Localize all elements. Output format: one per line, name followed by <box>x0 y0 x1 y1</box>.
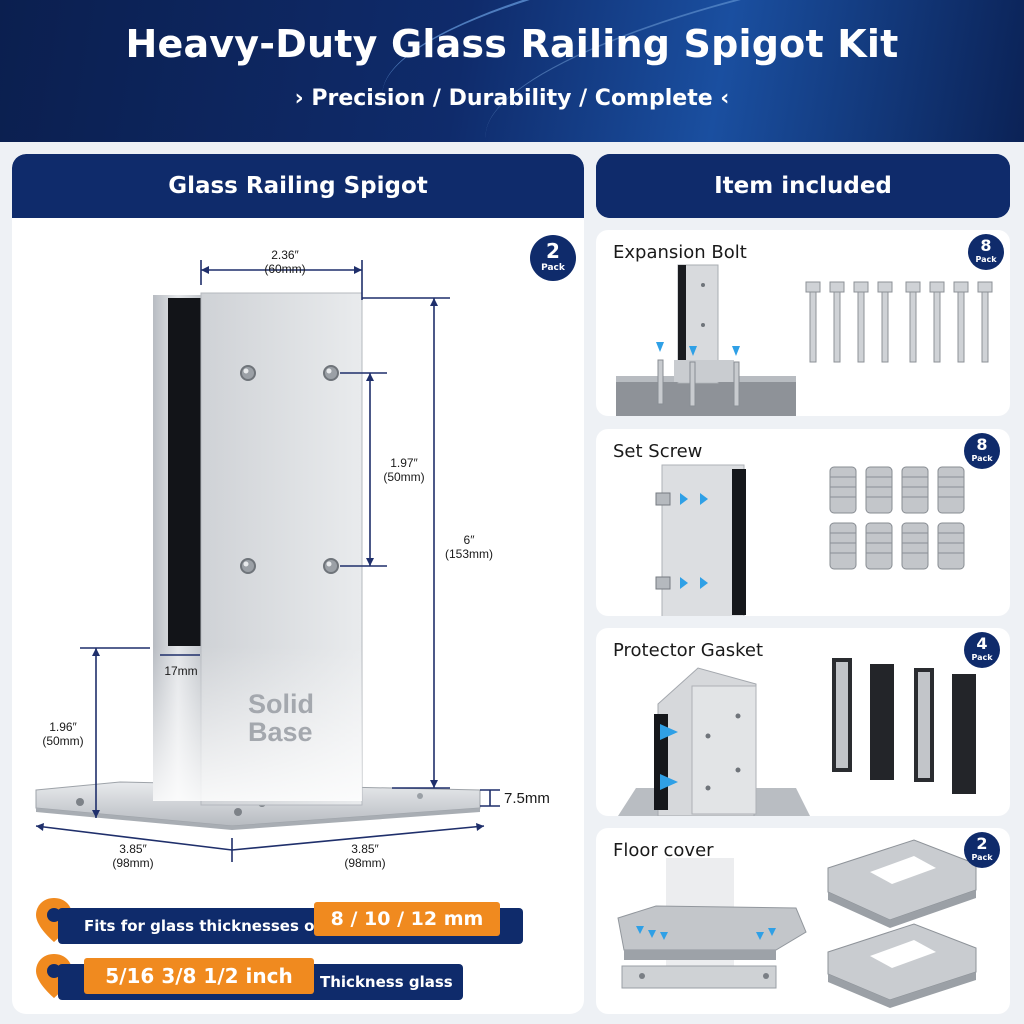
plate-depth-inches: 3.85″ <box>119 842 147 856</box>
width-dimension: 2.36″ (60mm) <box>240 248 330 276</box>
glass-thickness-label: Fits for glass thicknesses of <box>84 917 321 935</box>
slot-dimension: 17mm <box>164 664 198 678</box>
pack-label: Pack <box>971 653 993 662</box>
page-subtitle: › Precision / Durability / Complete ‹ <box>294 86 730 111</box>
pack-count: 2 <box>976 834 988 853</box>
set-screw-illustration <box>655 464 965 616</box>
plate-depth-dimension: 3.85″ (98mm) <box>98 842 168 870</box>
base-height-dimension: 1.96″ (50mm) <box>34 720 92 748</box>
pack-label: Pack <box>971 454 993 463</box>
item-pack-badge: 2 Pack <box>964 832 1000 868</box>
header-banner: Heavy-Duty Glass Railing Spigot Kit › Pr… <box>0 0 1024 142</box>
brand-line-2: Base <box>248 717 313 747</box>
pack-label: Pack <box>971 853 993 862</box>
item-pack-badge: 4 Pack <box>964 632 1000 668</box>
plate-thickness-dimension: 7.5mm <box>504 790 550 807</box>
item-pack-badge: 8 Pack <box>968 234 1004 270</box>
width-inches: 2.36″ <box>271 248 299 262</box>
protector-gasket-illustration <box>618 658 976 816</box>
pack-count: 2 <box>546 239 560 263</box>
spigot-pack-badge: 2 Pack <box>530 235 576 281</box>
item-pack-badge: 8 Pack <box>964 433 1000 469</box>
expansion-bolt-card: Expansion Bolt 8 Pack <box>596 230 1010 416</box>
item-name: Floor cover <box>613 840 714 861</box>
height-dimension: 6″ (153mm) <box>436 533 502 561</box>
item-name: Protector Gasket <box>613 640 764 661</box>
plate-depth-mm: (98mm) <box>112 856 154 870</box>
pack-count: 8 <box>980 236 992 255</box>
plate-width-inches: 3.85″ <box>351 842 379 856</box>
item-name: Expansion Bolt <box>613 242 747 263</box>
base-height-mm: (50mm) <box>42 734 84 748</box>
included-panel-title: Item included <box>596 154 1010 218</box>
spigot-panel: Glass Railing Spigot <box>12 154 584 1014</box>
glass-thickness-value: 8 / 10 / 12 mm <box>314 902 500 936</box>
width-mm: (60mm) <box>264 262 306 276</box>
brand-line-1: Solid <box>248 689 314 719</box>
item-name: Set Screw <box>613 441 703 462</box>
spigot-panel-title: Glass Railing Spigot <box>12 154 584 218</box>
pack-count: 8 <box>976 435 988 454</box>
hole-spacing-mm: (50mm) <box>383 470 425 484</box>
base-height-inches: 1.96″ <box>49 720 77 734</box>
brand-mark: Solid Base <box>248 690 314 746</box>
inch-thickness-label: Thickness glass <box>320 973 453 991</box>
pack-count: 4 <box>976 634 988 653</box>
floor-cover-illustration <box>617 839 977 1008</box>
height-inches: 6″ <box>463 533 475 547</box>
protector-gasket-card: Protector Gasket 4 Pack <box>596 628 1010 816</box>
plate-width-mm: (98mm) <box>344 856 386 870</box>
expansion-bolt-illustration <box>616 264 993 416</box>
inch-thickness-value: 5/16 3/8 1/2 inch <box>84 958 314 994</box>
pack-label: Pack <box>541 263 565 273</box>
hole-spacing-inches: 1.97″ <box>390 456 418 470</box>
height-mm: (153mm) <box>444 547 493 561</box>
pack-label: Pack <box>975 255 997 264</box>
floor-cover-card: Floor cover 2 Pack <box>596 828 1010 1014</box>
included-panel-header: Item included <box>596 154 1010 218</box>
plate-width-dimension: 3.85″ (98mm) <box>330 842 400 870</box>
page-title: Heavy-Duty Glass Railing Spigot Kit <box>125 22 899 66</box>
hole-spacing-dimension: 1.97″ (50mm) <box>372 456 436 484</box>
set-screw-card: Set Screw 8 Pack <box>596 429 1010 616</box>
